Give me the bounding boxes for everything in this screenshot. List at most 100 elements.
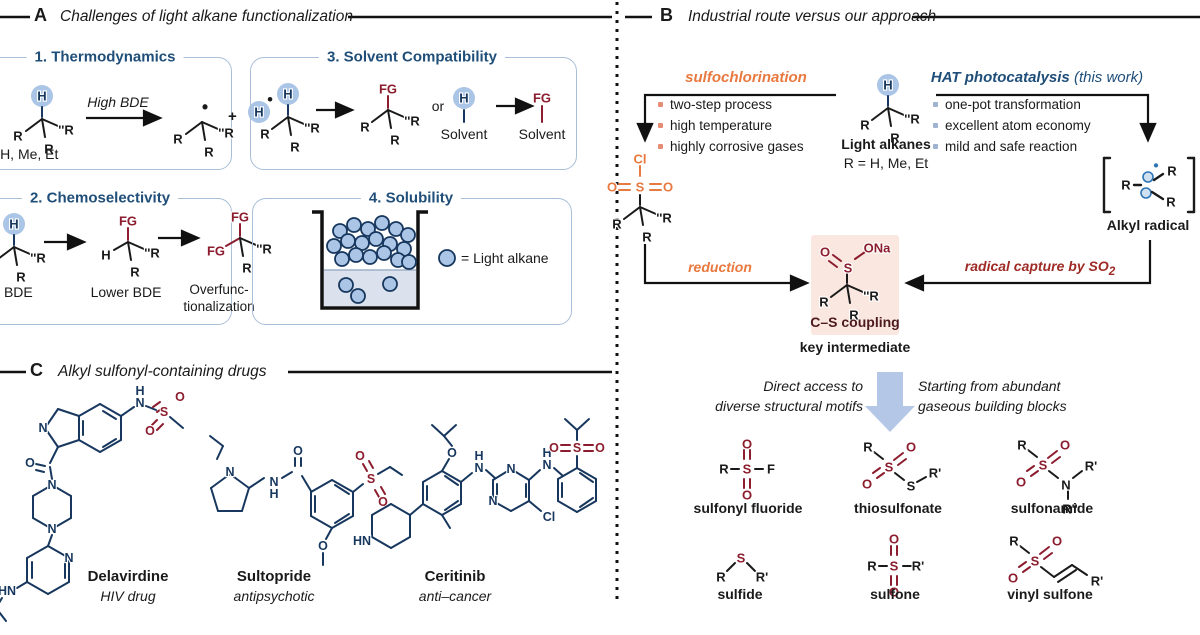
product-label-vinyl-sulfone: vinyl sulfone — [1007, 586, 1093, 602]
svg-text:R': R' — [929, 466, 941, 481]
label-or: or — [431, 98, 445, 114]
panel-a-title: Challenges of light alkane functionaliza… — [60, 8, 353, 25]
svg-text:O: O — [145, 424, 155, 438]
svg-text:R: R — [890, 131, 900, 146]
svg-text:N: N — [488, 494, 497, 508]
svg-text:S: S — [907, 479, 916, 494]
svg-text:Cl: Cl — [634, 152, 647, 167]
label-overfunc-2: tionalization — [183, 299, 255, 314]
svg-text:H: H — [9, 217, 18, 232]
svg-text:R: R — [173, 132, 183, 147]
svg-text:O: O — [293, 444, 303, 458]
svg-text:S: S — [890, 559, 899, 574]
svg-text:Solvent: Solvent — [441, 126, 488, 142]
note-direct-access-line1: Direct access to — [763, 378, 863, 394]
panel-c-label: C — [30, 360, 43, 380]
svg-text:S: S — [1031, 554, 1040, 569]
svg-text:O: O — [862, 477, 872, 492]
svg-text:R': R' — [1091, 574, 1103, 589]
route-hat-photocatalysis: HAT photocatalysis (this work) — [931, 69, 1143, 86]
svg-text:R': R' — [756, 570, 768, 585]
svg-text:O: O — [1060, 438, 1070, 453]
svg-text:R: R — [16, 270, 26, 285]
svg-text:R': R' — [912, 559, 924, 574]
big-down-arrow — [865, 372, 915, 432]
svg-text:O: O — [906, 440, 916, 455]
svg-text:•: • — [267, 92, 273, 109]
svg-text:S: S — [844, 261, 853, 276]
svg-text:R: R — [130, 265, 140, 280]
svg-text:R: R — [1166, 195, 1176, 210]
svg-text:H: H — [474, 449, 483, 463]
svg-text:O: O — [595, 441, 605, 455]
svg-text:S: S — [636, 180, 645, 195]
drug-name-sultopride: Sultopride — [236, 568, 312, 585]
panel-a-label: A — [34, 5, 47, 25]
svg-text:N: N — [225, 465, 234, 479]
svg-text:N: N — [542, 458, 551, 472]
arrow-label-high-bde: High BDE — [87, 94, 149, 110]
bullet-icon — [933, 144, 938, 149]
svg-text:H: H — [883, 78, 892, 93]
svg-text:''R: ''R — [304, 121, 320, 136]
drug-name-delavirdine: Delavirdine — [87, 568, 169, 585]
svg-text:HN: HN — [353, 534, 371, 548]
route-hat-name: HAT photocatalysis — [930, 69, 1070, 86]
svg-text:FG: FG — [207, 244, 225, 259]
r-definition-b: R = H, Me, Et — [843, 155, 929, 171]
product-label-sulfonyl-fluoride: sulfonyl fluoride — [693, 500, 803, 516]
svg-text:''R: ''R — [904, 112, 920, 127]
svg-text:''R: ''R — [863, 289, 879, 304]
svg-text:O: O — [1016, 475, 1026, 490]
svg-text:N: N — [269, 475, 278, 489]
svg-text:R: R — [849, 308, 859, 322]
svg-text:Solvent: Solvent — [519, 126, 566, 142]
step-radical-capture-sub: 2 — [1108, 264, 1116, 278]
right-bullet-2: excellent atom economy — [945, 118, 1091, 133]
svg-text:N: N — [38, 421, 47, 435]
product-label-sulfide: sulfide — [717, 586, 763, 602]
svg-text:O: O — [663, 180, 673, 195]
svg-text:N: N — [47, 478, 56, 492]
svg-text:S: S — [160, 405, 168, 419]
structure-h-radical: H• — [240, 90, 280, 137]
svg-text:N: N — [474, 461, 483, 475]
svg-text:H: H — [37, 89, 46, 104]
svg-text:O: O — [607, 180, 617, 195]
svg-text:R: R — [1167, 164, 1177, 179]
svg-text:N: N — [135, 396, 144, 410]
step-radical-capture-text: radical capture by SO — [964, 258, 1109, 274]
panel-c-title: Alkyl sulfonyl-containing drugs — [58, 363, 267, 380]
bullet-icon — [933, 123, 938, 128]
svg-text:•: • — [1153, 158, 1158, 175]
panel-b-title: Industrial route versus our approach — [688, 8, 937, 25]
svg-text:R: R — [1009, 534, 1019, 549]
legend-circle — [438, 249, 456, 267]
svg-text:FG: FG — [231, 210, 249, 225]
svg-text:O: O — [318, 539, 328, 553]
label-light-alkanes: Light alkanes — [841, 136, 931, 152]
step-reduction: reduction — [688, 259, 752, 275]
svg-text:R': R' — [1085, 459, 1097, 474]
structure-alkane-ch-2: HR''RR — [0, 210, 50, 299]
note-building-blocks-line1: Starting from abundant — [918, 378, 1061, 394]
label-alkyl-radical: Alkyl radical — [1106, 217, 1190, 233]
svg-text:N: N — [1061, 478, 1070, 493]
svg-text:O: O — [889, 585, 899, 600]
bullet-icon — [933, 102, 938, 107]
svg-text:R: R — [1121, 178, 1131, 193]
svg-text:R: R — [290, 140, 300, 155]
svg-text:S: S — [573, 441, 581, 455]
svg-text:R: R — [390, 133, 400, 148]
